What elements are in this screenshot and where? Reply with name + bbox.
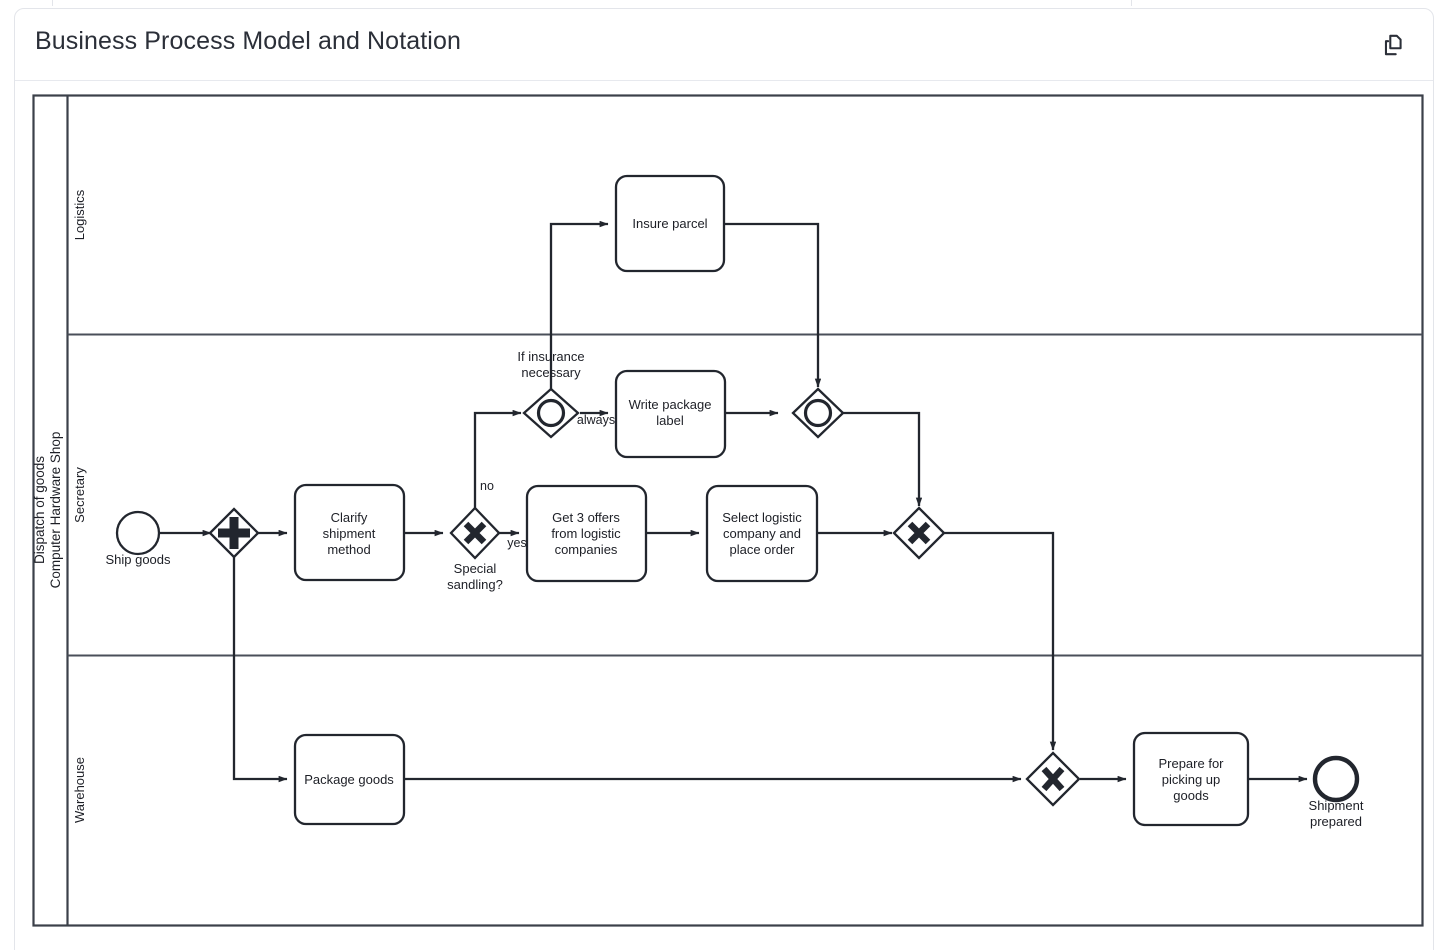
task-offers-line2: from logistic [551,526,621,541]
gateway-insurance-merge[interactable] [791,387,845,439]
gateway-special-handling-label-line2: sandling? [447,577,503,592]
task-prepare-line3: goods [1173,788,1209,803]
task-select-logistic-company[interactable]: Select logistic company and place order [705,484,819,583]
gateway-insurance-split[interactable]: If insurance necessary [517,349,585,439]
task-package-goods[interactable]: Package goods [293,733,406,826]
task-offers-line1: Get 3 offers [552,510,620,525]
gateway-special-handling-label-line1: Special [454,561,497,576]
task-prepare-line2: picking up [1162,772,1221,787]
task-select-line2: company and [723,526,801,541]
task-clarify-line3: method [327,542,370,557]
flow-insurance-to-insure-parcel [549,220,609,390]
flow-parallel-to-package [232,556,288,783]
task-write-package-label[interactable]: Write package label [614,369,727,459]
pool-label: Dispatch of goods Computer Hardware Shop [32,432,63,589]
task-write-label-line1: Write package [629,397,712,412]
flow-xor-to-warehouse-xor [943,531,1057,751]
gateway-exclusive-merge-warehouse[interactable] [1025,751,1081,807]
end-event[interactable]: Shipment prepared [1309,755,1364,829]
flow-xor-no [473,409,522,509]
task-select-line3: place order [729,542,795,557]
gateway-special-handling[interactable]: Special sandling? [447,506,503,592]
task-prepare-line1: Prepare for [1158,756,1224,771]
end-event-label-line1: Shipment [1309,798,1364,813]
gateway-insurance-label-line1: If insurance [517,349,584,364]
end-event-label-line2: prepared [1310,814,1362,829]
lane-label-secretary: Secretary [72,467,87,523]
task-clarify-line1: Clarify [331,510,368,525]
task-select-line1: Select logistic [722,510,802,525]
copy-icon-glyph [1384,34,1402,56]
task-write-label-line2: label [656,413,684,428]
pool-label-line2: Computer Hardware Shop [48,432,63,589]
copy-icon[interactable] [1375,27,1411,63]
flow-label-yes: yes [507,536,526,550]
start-event[interactable]: Ship goods [105,510,171,567]
sequence-flows [159,220,1308,783]
card-header [15,9,1433,81]
start-event-label: Ship goods [105,552,171,567]
background-card-edge [52,0,1132,6]
task-clarify-line2: shipment [323,526,376,541]
flow-label-always: always [577,413,615,427]
task-offers-line3: companies [555,542,618,557]
task-get-3-offers[interactable]: Get 3 offers from logistic companies [525,484,648,583]
flow-insure-parcel-to-merge [725,222,822,388]
gateway-insurance-label-line2: necessary [521,365,581,380]
page-title: Business Process Model and Notation [35,27,461,55]
task-insure-parcel[interactable]: Insure parcel [614,174,726,273]
lane-label-warehouse: Warehouse [72,757,87,823]
lane-label-logistics: Logistics [72,189,87,240]
task-clarify-shipment-method[interactable]: Clarify shipment method [293,483,406,582]
task-package-goods-label: Package goods [304,772,394,787]
flow-label-no: no [480,479,494,493]
gateway-exclusive-merge-secretary[interactable] [892,506,946,560]
task-prepare-pickup[interactable]: Prepare for picking up goods [1132,731,1250,827]
task-insure-parcel-label: Insure parcel [632,216,707,231]
pool-label-line1: Dispatch of goods [32,456,47,564]
flow-merge-to-xor [841,411,923,507]
gateway-parallel-split[interactable] [208,507,260,559]
